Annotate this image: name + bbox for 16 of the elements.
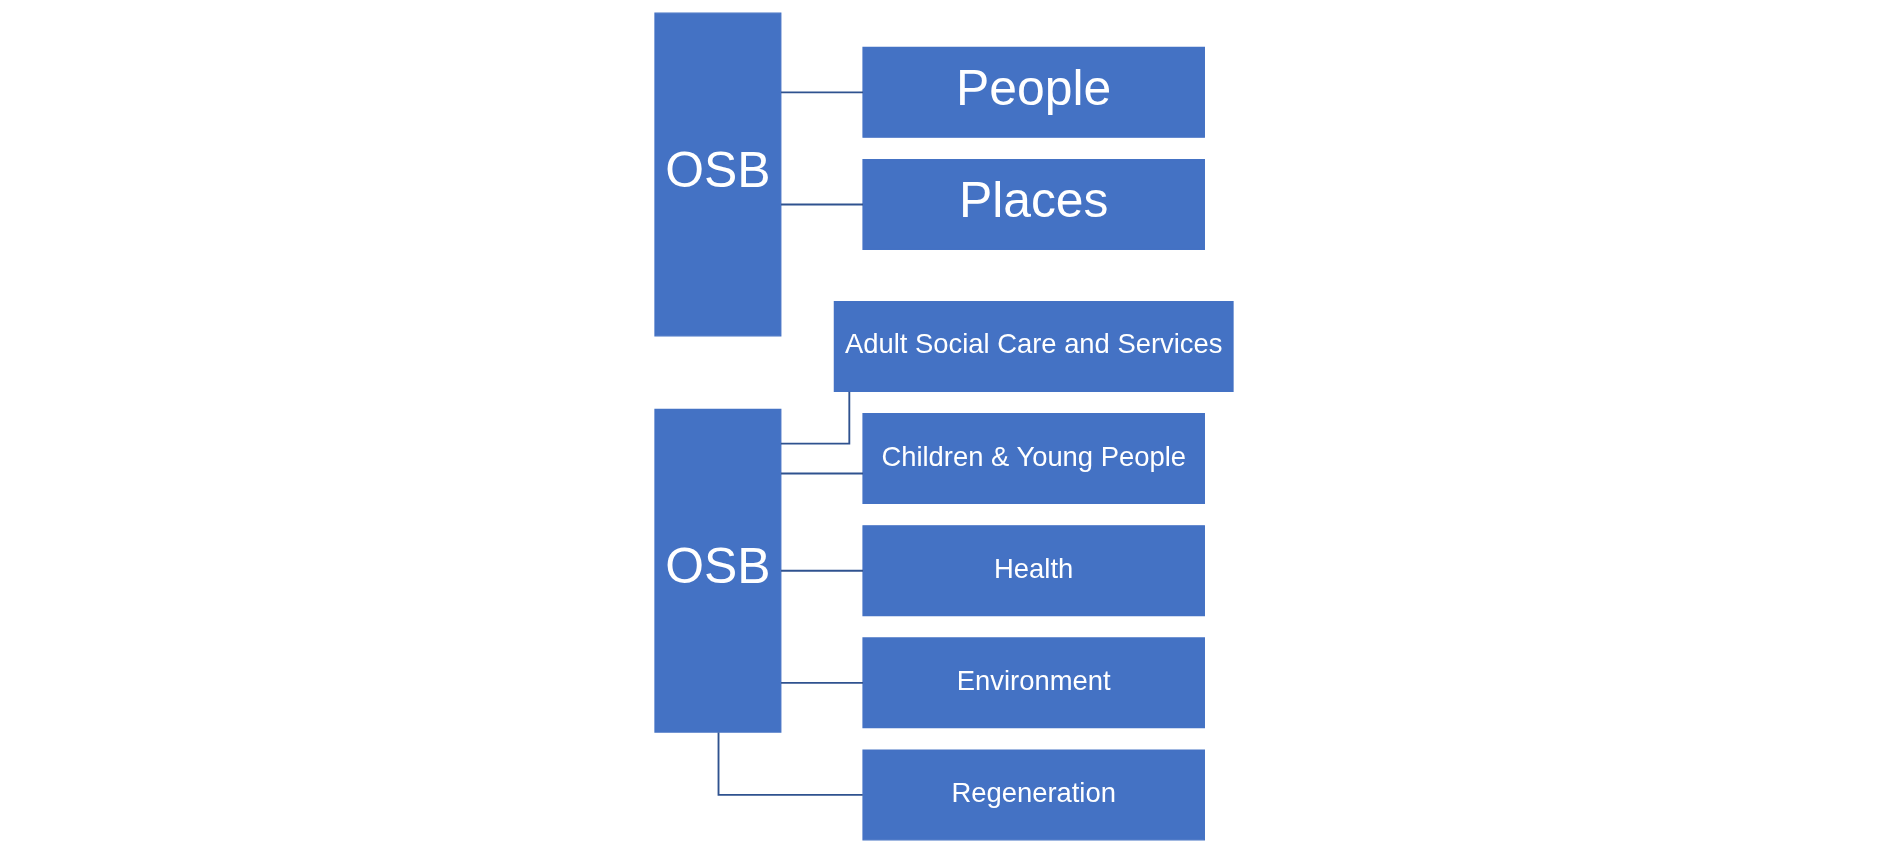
node-box: OSB [654, 12, 782, 337]
node-box: Environment [862, 637, 1205, 729]
connector [780, 681, 864, 684]
connector [780, 472, 864, 475]
connector [780, 91, 864, 94]
node-box: Regeneration [862, 749, 1205, 841]
connector [780, 203, 864, 206]
connector [717, 731, 864, 796]
node-box: Adult Social Care and Services [833, 301, 1234, 392]
node-box: OSB [654, 408, 782, 733]
node-box: Places [862, 158, 1205, 250]
connector [780, 569, 864, 572]
node-box: People [862, 46, 1205, 138]
node-box: Health [862, 525, 1205, 617]
node-box: Children & Young People [862, 413, 1205, 505]
connector [780, 390, 851, 445]
